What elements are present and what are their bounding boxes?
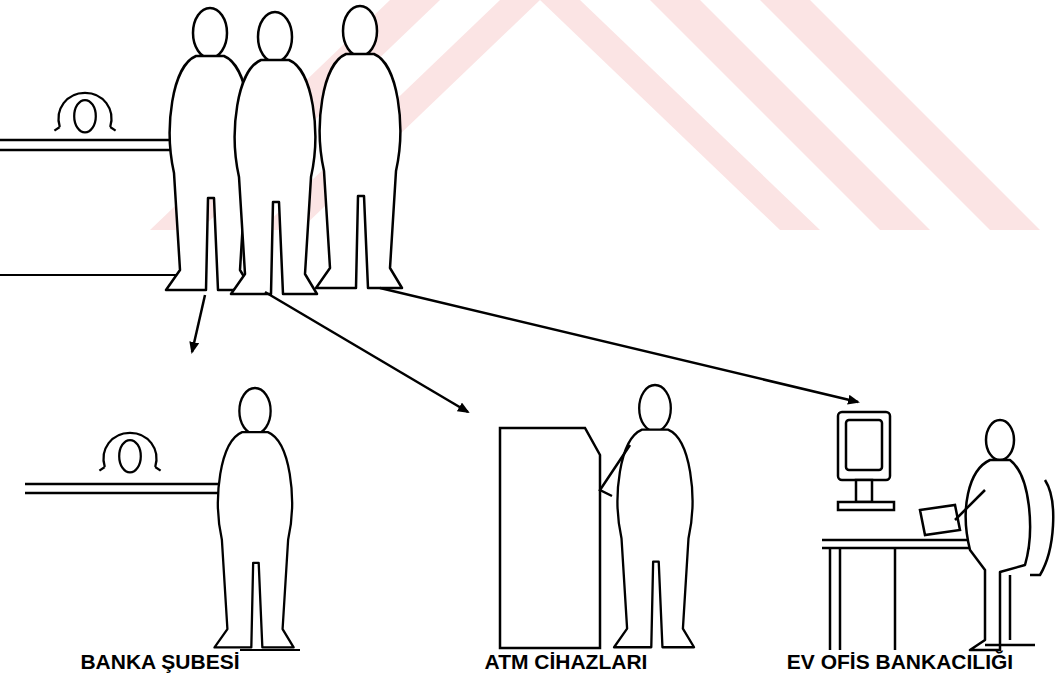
home-office-scene [822,412,1053,650]
scene-caption: ATM CİHAZLARI [485,650,648,673]
queue-scene [0,6,402,294]
atm-scene [500,385,694,648]
branch-scene [25,388,300,650]
arrow [192,288,858,412]
scene-caption: EV OFİS BANKACILIĞI [787,650,1013,673]
scene-caption: BANKA ŞUBESİ [80,650,239,673]
